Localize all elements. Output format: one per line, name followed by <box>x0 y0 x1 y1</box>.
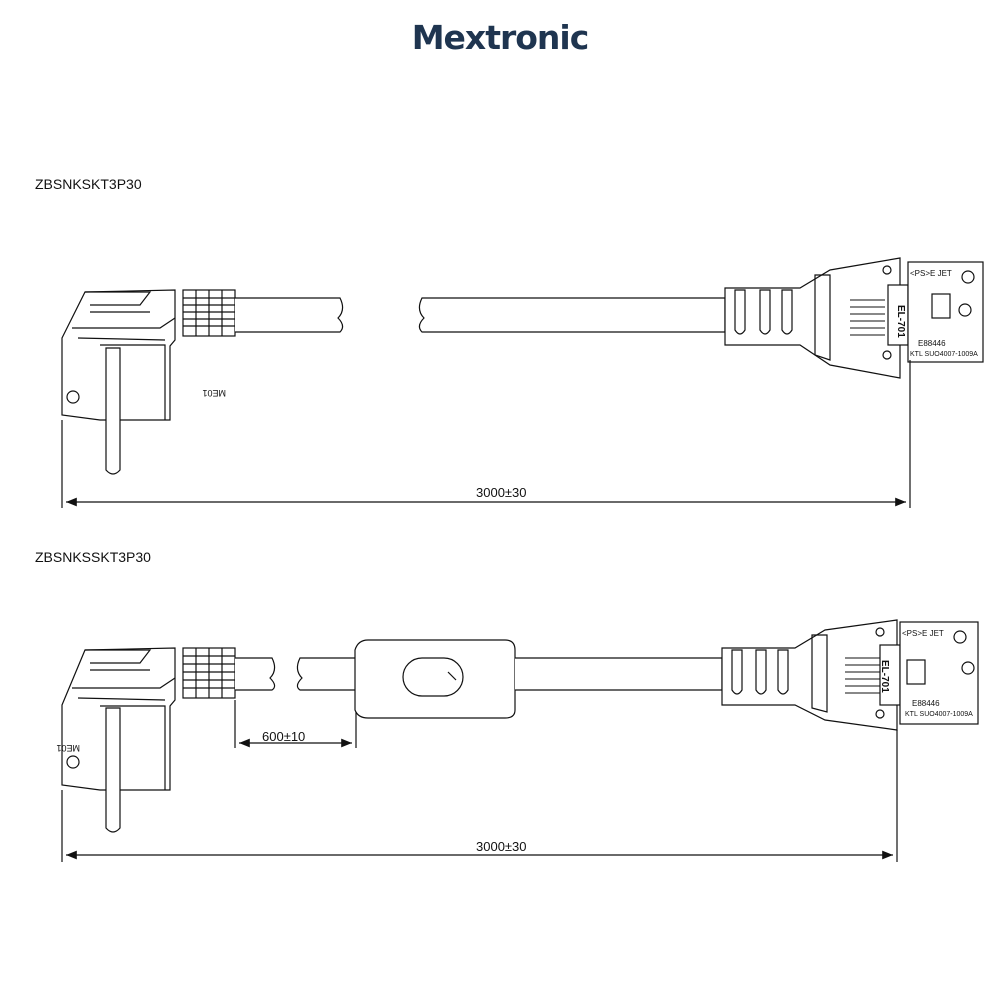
file-number: E88446 <box>912 699 940 708</box>
certification-ps-jet: <PS>E JET <box>910 269 952 278</box>
drawing-1: ME01 <box>61 257 984 508</box>
drawing-2 <box>61 619 979 862</box>
plug-marking: ME01 <box>202 388 226 398</box>
file-number: E88446 <box>918 339 946 348</box>
connector-icon <box>721 619 979 731</box>
connector-type-label: EL-701 <box>895 305 906 338</box>
plug-marking: ME01 <box>56 743 80 753</box>
dimension-plug-to-switch: 600±10 <box>262 729 305 744</box>
connector-type-label: EL-701 <box>879 660 890 693</box>
brand-logo: Mextronic <box>0 18 1000 57</box>
dimension-total-length: 3000±30 <box>476 839 527 854</box>
certification-ps-jet: <PS>E JET <box>902 629 944 638</box>
connector-icon <box>724 257 984 379</box>
ktl-number: KTL SUO4007-1009A <box>910 351 978 358</box>
model-label-1: ZBSNKSKT3P30 <box>35 176 142 192</box>
model-label-2: ZBSNKSSKT3P30 <box>35 549 151 565</box>
ktl-number: KTL SUO4007-1009A <box>905 711 973 718</box>
dimension-total-length: 3000±30 <box>476 485 527 500</box>
angled-plug-icon <box>61 647 236 833</box>
angled-plug-icon: ME01 <box>61 289 236 475</box>
brand-name: Mextronic <box>411 18 590 57</box>
rocker-switch-icon <box>354 639 516 719</box>
